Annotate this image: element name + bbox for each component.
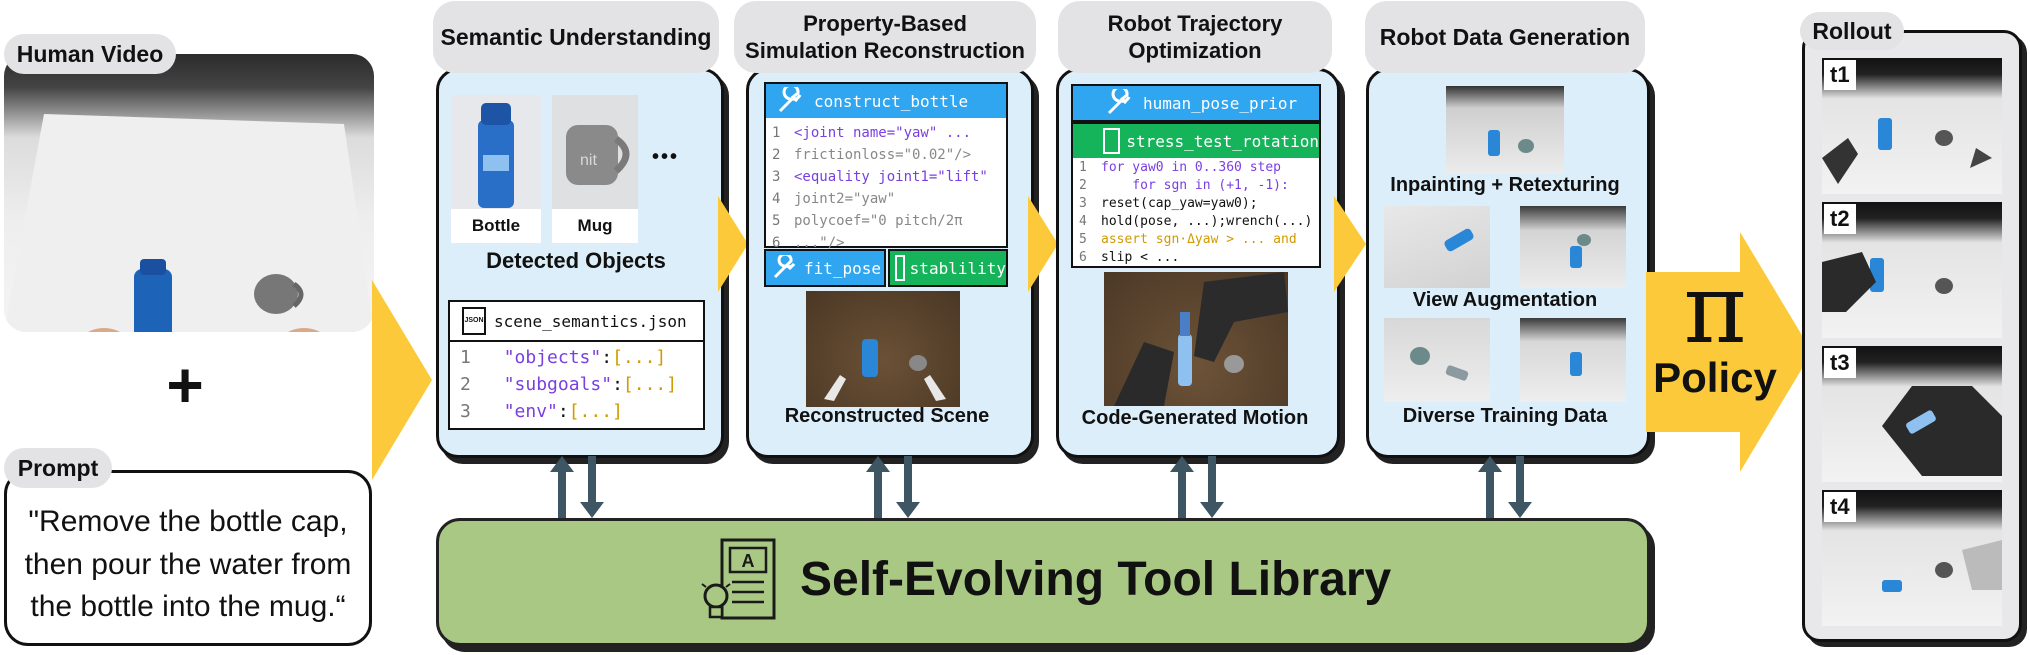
prompt-box: "Remove the bottle cap, then pour the wa… (4, 470, 372, 646)
flow-arrow-1 (372, 280, 432, 480)
wrench-icon (778, 87, 802, 113)
wrench-icon (773, 255, 796, 279)
code-line: 3<equality joint1="lift" (772, 169, 988, 185)
code-line: 1<joint name="yaw" ... (772, 125, 972, 141)
checklist-icon (895, 255, 905, 281)
stability-tool: stablility (888, 249, 1008, 287)
rollout-frame-t4 (1822, 490, 2002, 626)
mug-thumbnail: nit (552, 95, 638, 209)
rollout-step-label: t3 (1824, 348, 1856, 378)
plus-sign: + (166, 349, 204, 421)
diverse-training-data-label: Diverse Training Data (1402, 405, 1608, 427)
policy-label: Policy (1653, 354, 1777, 401)
mug-label: Mug (552, 209, 638, 243)
code-generated-motion-label: Code-Generated Motion (1081, 407, 1309, 429)
rollout-step-label: t1 (1824, 60, 1856, 90)
rollout-frame-t3 (1822, 346, 2002, 482)
rollout-step-label: t2 (1824, 204, 1856, 234)
reconstructed-scene-label: Reconstructed Scene (784, 405, 990, 427)
human-video-frame (4, 54, 374, 332)
reconstructed-scene-image (806, 291, 960, 407)
generation-title: Robot Data Generation (1365, 1, 1645, 73)
library-arrows-1 (550, 456, 604, 518)
trajectory-title: Robot Trajectory Optimization (1058, 1, 1332, 73)
rollout-frame-t1 (1822, 58, 2002, 194)
library-arrows-2 (866, 456, 920, 518)
code-line: 2 for sgn in (+1, -1): (1079, 178, 1289, 193)
policy-pi-symbol: π (1683, 253, 1747, 365)
scene-semantics-filename: scene_semantics.json (494, 311, 687, 331)
detected-objects-label: Detected Objects (486, 248, 666, 273)
diverse-data-image-1 (1384, 318, 1490, 402)
view-augmentation-label: View Augmentation (1412, 289, 1598, 311)
view-augmentation-image-1 (1384, 206, 1490, 288)
rollout-title: Rollout (1800, 12, 1904, 50)
inpainting-image (1446, 86, 1564, 174)
prompt-label: Prompt (4, 448, 112, 488)
bottle-label: Bottle (451, 209, 541, 243)
code-generated-motion-image (1104, 272, 1288, 406)
rollout-step-label: t4 (1824, 492, 1856, 522)
code-line: 6..."/> (772, 235, 845, 251)
json-line: 3 "env":[...] (460, 401, 623, 422)
book-lightbulb-icon: A (701, 538, 776, 620)
inpainting-label: Inpainting + Retexturing (1390, 174, 1620, 196)
bottle-thumbnail (451, 95, 541, 209)
flow-arrow-2 (718, 196, 748, 292)
tool-library-label: Self-Evolving Tool Library (800, 553, 1392, 606)
mug-shape (254, 274, 298, 314)
flow-arrow-3 (1028, 196, 1058, 292)
json-file-icon: JSON (462, 307, 486, 335)
json-line: 2 "subgoals":[...] (460, 374, 678, 395)
rollout-frame-t2 (1822, 202, 2002, 338)
scene-semantics-file: JSON scene_semantics.json 1 "objects":[.… (448, 300, 705, 430)
checklist-icon (1103, 128, 1121, 154)
more-objects-ellipsis: ••• (652, 146, 680, 168)
flow-arrow-4 (1334, 196, 1366, 292)
human-pose-prior-tool: human_pose_prior (1071, 84, 1321, 122)
bottle-shape (134, 269, 172, 332)
construct-bottle-code: construct_bottle 1<joint name="yaw" ... … (764, 82, 1008, 251)
reconstruction-title-line2: Simulation Reconstruction (745, 38, 1025, 63)
trajectory-title-line1: Robot Trajectory (1107, 10, 1283, 36)
svg-text:nit: nit (580, 152, 597, 169)
library-arrows-4 (1478, 456, 1532, 518)
fit-pose-tool: fit_pose (764, 249, 886, 287)
semantic-title: Semantic Understanding (433, 1, 719, 73)
library-arrows-3 (1170, 456, 1224, 518)
reconstruction-title: Property-Based Simulation Reconstruction (734, 1, 1036, 73)
svg-text:A: A (742, 551, 755, 571)
policy-arrow (1646, 232, 1812, 472)
prompt-text: "Remove the bottle cap, then pour the wa… (24, 505, 352, 624)
stress-test-rotation-tool: stress_test_rotation (1073, 124, 1319, 158)
reconstruction-title-line1: Property-Based (803, 10, 967, 36)
diverse-data-image-2 (1520, 318, 1626, 402)
trajectory-title-line2: Optimization (1128, 38, 1262, 63)
view-augmentation-image-2 (1520, 206, 1626, 288)
tool-library-bar (436, 518, 1650, 646)
wrench-icon (1107, 89, 1131, 115)
json-line: 1 "objects":[...] (460, 347, 667, 368)
construct-bottle-tool: construct_bottle (766, 84, 1006, 118)
human-video-label: Human Video (4, 34, 176, 74)
